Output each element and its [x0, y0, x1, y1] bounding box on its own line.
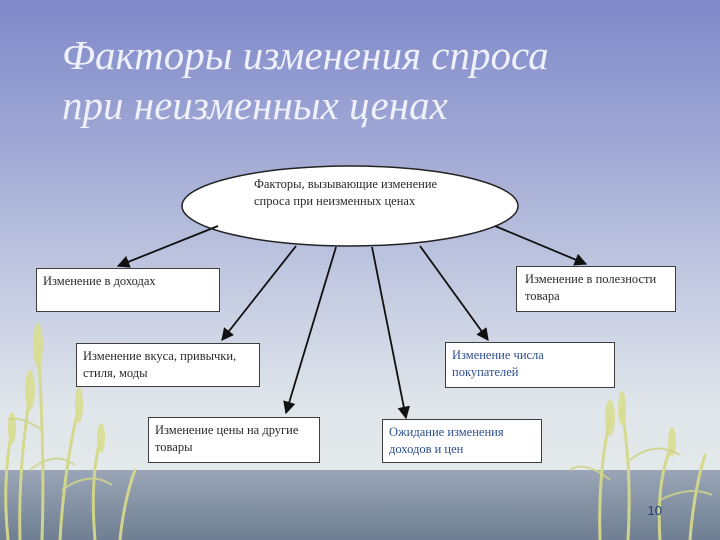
node-other-prices: Изменение цены на другие товары [148, 417, 320, 463]
page-number: 10 [647, 503, 662, 518]
arrow-to-buyers [419, 245, 489, 342]
central-ellipse [181, 165, 519, 247]
arrow-to-utility [494, 225, 588, 266]
title-line-2: при неизменных ценах [62, 82, 448, 128]
node-utility: Изменение в полезности товара [516, 266, 676, 312]
title-line-1: Факторы изменения спроса [62, 32, 549, 78]
arrow-to-income [116, 225, 219, 268]
arrow-to-taste [221, 245, 297, 341]
node-income: Изменение в доходах [36, 268, 220, 312]
node-buyers: Изменение числа покупателей [445, 342, 615, 388]
arrow-to-other-prices [283, 246, 337, 415]
node-expectations: Ожидание изменения доходов и цен [382, 419, 542, 463]
arrow-to-expectations [371, 246, 410, 420]
slide-title: Факторы изменения спроса при неизменных … [62, 30, 702, 130]
node-taste: Изменение вкуса, привычки, стиля, моды [76, 343, 260, 387]
central-node-label: Факторы, вызывающие изменение спроса при… [254, 177, 438, 208]
